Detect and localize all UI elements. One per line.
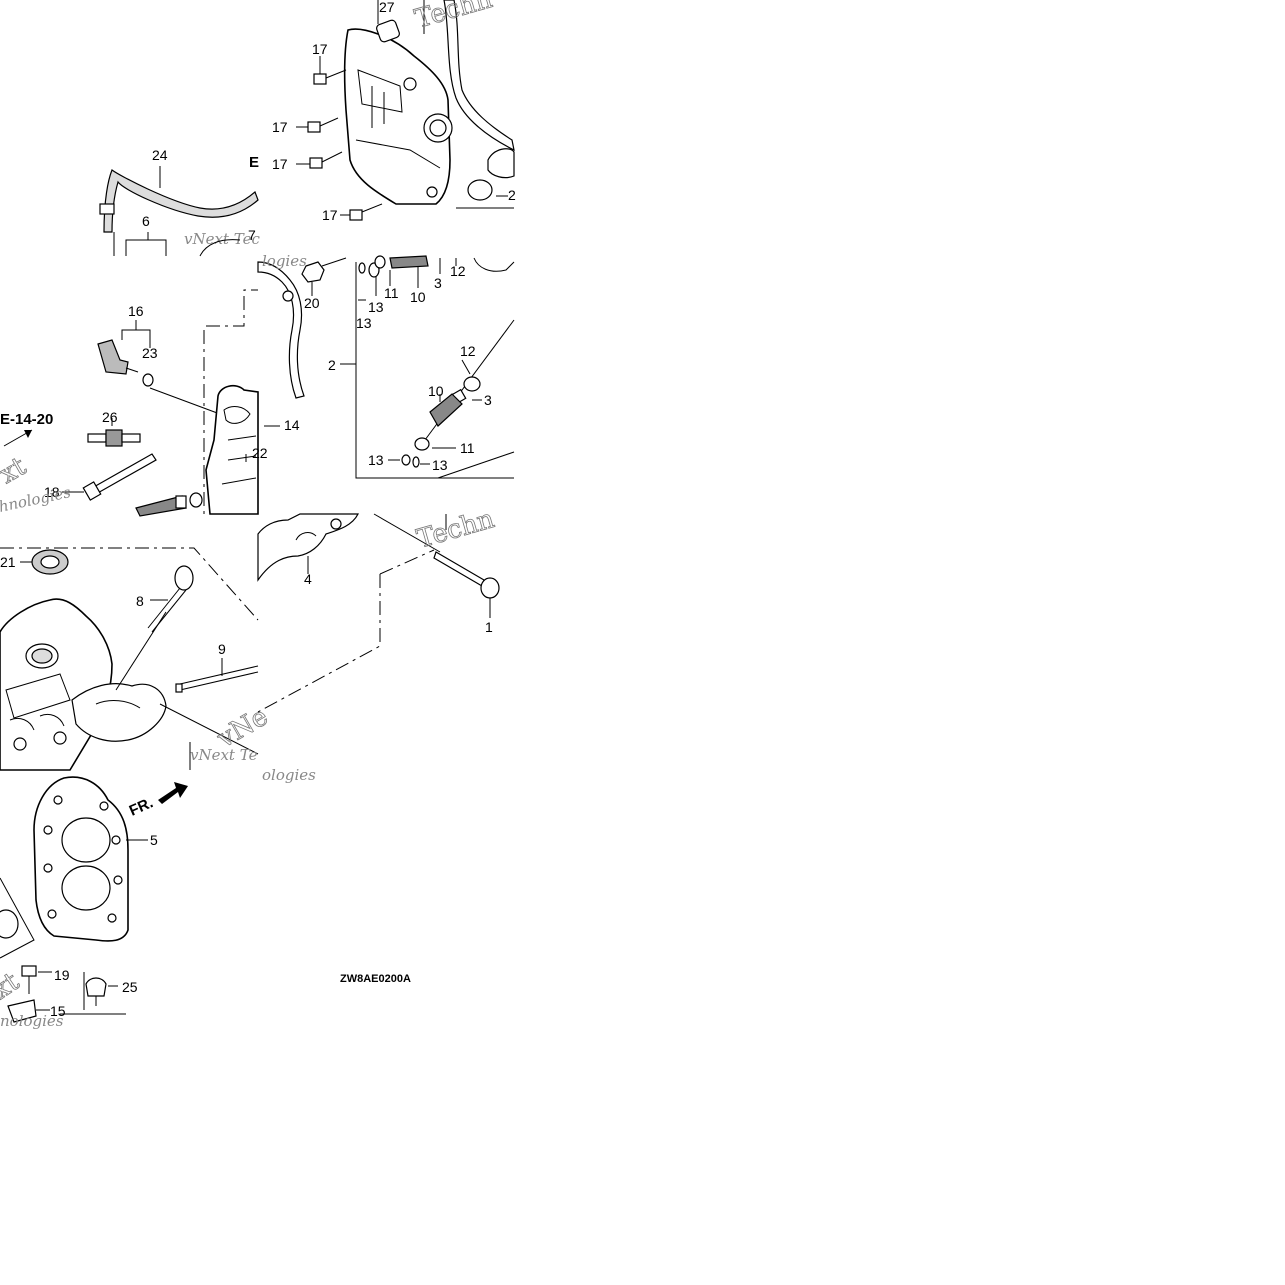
label-23: 23 [142, 345, 158, 361]
label-17-a: 17 [312, 41, 328, 57]
breather-fitting [376, 19, 400, 43]
label-6: 6 [142, 213, 150, 229]
watermark-3: logies [262, 252, 307, 270]
label-9: 9 [218, 641, 226, 657]
hose-clamp [99, 203, 115, 215]
clip-25 [85, 977, 107, 1006]
bolt-17-d [340, 203, 383, 221]
stud-bolt-18 [82, 453, 157, 501]
label-2-top: 2 [508, 187, 516, 203]
exhaust-valve [175, 665, 259, 693]
label-10-a: 10 [410, 289, 426, 305]
label-4: 4 [304, 571, 312, 587]
cylinder-head-outline [205, 384, 259, 515]
label-7: 7 [248, 227, 256, 243]
intake-valve [147, 565, 194, 633]
tile-head-gasket: 5 19 15 25 FR. ologies xt nologies [0, 766, 316, 1030]
nut-20 [301, 261, 325, 283]
label-5: 5 [150, 832, 158, 848]
watermark-6: Techn [414, 504, 498, 555]
valve-spring-top [389, 255, 429, 269]
tile-valve-train: 20 13 13 11 10 3 12 2 12 10 3 11 13 13 l… [257, 252, 515, 479]
label-10-b: 10 [428, 383, 444, 399]
label-19: 19 [54, 967, 70, 983]
temp-sensor [97, 339, 129, 375]
sensor-washer [142, 373, 154, 387]
exhaust-port [71, 683, 167, 742]
tile-hose-area: 24 6 7 E vNext Tec [99, 147, 260, 257]
label-26: 26 [102, 409, 118, 425]
watermark-4: xt [0, 451, 32, 490]
spring-seat [414, 437, 430, 451]
label-22: 22 [252, 445, 268, 461]
section-ref: E-14-20 [0, 411, 53, 428]
label-14: 14 [284, 417, 300, 433]
valve-retainer [463, 376, 481, 392]
cover-gasket [443, 0, 515, 152]
tile-head-bolt: 4 1 Techn [257, 504, 500, 713]
section-ref-b: E [249, 154, 259, 171]
label-2: 2 [328, 357, 336, 373]
label-3-b: 3 [484, 392, 492, 408]
label-25: 25 [122, 979, 138, 995]
label-20: 20 [304, 295, 320, 311]
spark-plug [87, 429, 141, 447]
watermark-8: ologies [262, 766, 316, 784]
tile-sensors: 16 23 26 18 14 22 E-14-20 xt hnologies [0, 289, 300, 517]
label-13-b: 13 [356, 315, 372, 331]
oil-filler-cap [487, 148, 515, 179]
watermark-2: vNext Tec [184, 230, 260, 248]
label-3-a: 3 [434, 275, 442, 291]
label-13-a: 13 [368, 299, 384, 315]
label-13-c: 13 [368, 452, 384, 468]
front-label: FR. [127, 794, 156, 819]
label-11-a: 11 [384, 285, 399, 301]
label-18: 18 [44, 484, 60, 500]
label-24: 24 [152, 147, 168, 163]
cap-o-ring [467, 179, 493, 201]
head-cover [343, 28, 451, 205]
watermark-11: nologies [0, 1012, 64, 1030]
label-15: 15 [50, 1003, 66, 1019]
bolt-17-b [296, 117, 339, 133]
tile-cylinder-head: 21 8 9 vNext Te vNe [0, 547, 274, 771]
label-1: 1 [485, 619, 493, 635]
label-12-b: 12 [460, 343, 476, 359]
label-17-c: 17 [272, 156, 288, 172]
front-arrow [158, 782, 188, 804]
label-11-b: 11 [460, 440, 475, 456]
head-bolt [373, 513, 500, 599]
label-8: 8 [136, 593, 144, 609]
tile-head-cover: 27 17 17 17 17 2 Techn [272, 0, 516, 223]
breather-hose [103, 169, 259, 233]
label-16: 16 [128, 303, 144, 319]
label-21: 21 [0, 554, 16, 570]
label-27-top: 27 [379, 0, 395, 15]
diagram-code: ZW8AE0200A [340, 973, 411, 985]
bolt-19 [21, 965, 37, 994]
clamp-15 [7, 999, 37, 1023]
label-17-b: 17 [272, 119, 288, 135]
label-12-a: 12 [450, 263, 466, 279]
label-17-d: 17 [322, 207, 338, 223]
valve-spring-mid [429, 393, 463, 427]
watermark-7: vNext Te [190, 746, 258, 764]
bolt-17-c [296, 151, 343, 169]
label-13-d: 13 [432, 457, 448, 473]
bolt-17-a [313, 56, 347, 85]
